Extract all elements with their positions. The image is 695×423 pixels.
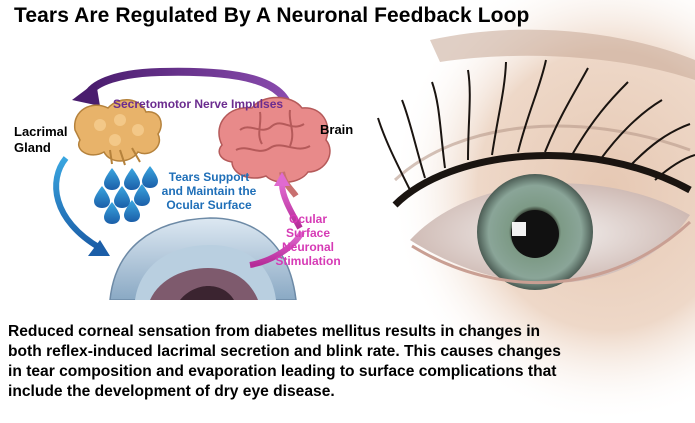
secretomotor-arrow bbox=[84, 67, 294, 113]
feedback-loop-diagram bbox=[53, 67, 331, 300]
caption-line3: in tear composition and evaporation lead… bbox=[8, 363, 557, 380]
eye-cross-section-illustration bbox=[109, 217, 297, 300]
label-ocular-line1: Ocular bbox=[288, 212, 327, 226]
label-secretomotor: Secretomotor Nerve Impulses bbox=[113, 97, 284, 111]
label-ocular-line3: Neuronal bbox=[281, 240, 334, 254]
label-ocular-line4: Stimulation bbox=[275, 254, 341, 268]
label-brain: Brain bbox=[320, 122, 354, 137]
label-lacrimal-line1: Lacrimal bbox=[14, 124, 68, 139]
ocular-stimulation-arrow bbox=[279, 183, 303, 230]
label-tears: Tears Support and Maintain the Ocular Su… bbox=[156, 170, 262, 212]
label-lacrimal-gland: Lacrimal Gland bbox=[14, 124, 67, 156]
label-tears-line3: Ocular Surface bbox=[166, 198, 252, 212]
caption-line4: include the development of dry eye disea… bbox=[8, 383, 335, 400]
label-tears-line1: Tears Support bbox=[168, 170, 250, 184]
label-ocular-stimulation: Ocular Surface Neuronal Stimulation bbox=[266, 212, 350, 268]
tear-drop-icon bbox=[94, 166, 158, 224]
caption: Reduced corneal sensation from diabetes … bbox=[8, 322, 692, 402]
label-tears-line2: and Maintain the bbox=[161, 184, 257, 198]
page-title: Tears Are Regulated By A Neuronal Feedba… bbox=[14, 4, 530, 27]
label-lacrimal-line2: Gland bbox=[14, 140, 51, 155]
label-ocular-line2: Surface bbox=[285, 226, 331, 240]
caption-line1: Reduced corneal sensation from diabetes … bbox=[8, 323, 541, 340]
tears-arrow bbox=[53, 156, 102, 251]
lacrimal-gland-illustration bbox=[74, 99, 162, 166]
caption-line2: both reflex-induced lacrimal secretion a… bbox=[8, 343, 561, 360]
